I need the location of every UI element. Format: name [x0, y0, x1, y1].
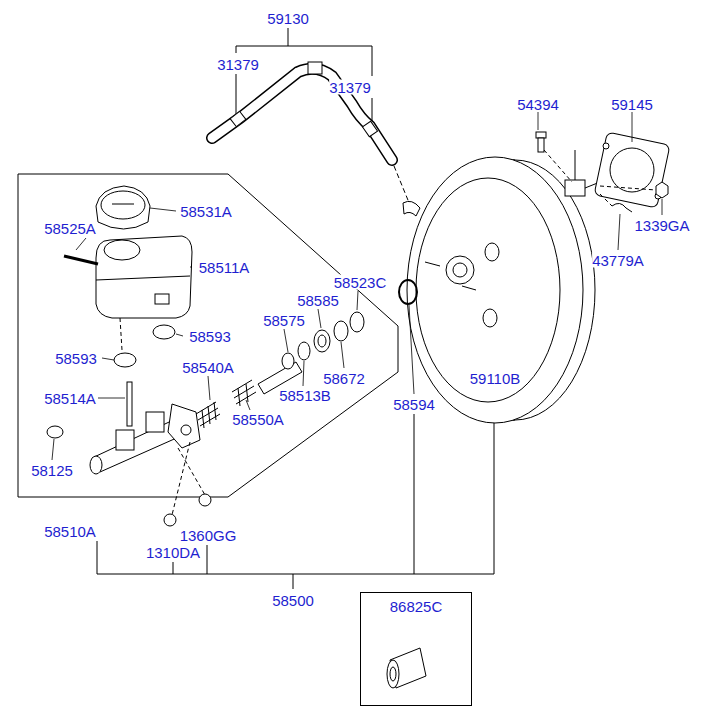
gasket: [594, 132, 670, 208]
vacuum-hose: [212, 62, 410, 205]
callout-number: 54394: [517, 97, 559, 112]
nut: [656, 182, 668, 198]
callout-number: 1310DA: [146, 545, 200, 560]
part-number: 86825C: [361, 593, 471, 615]
pin: [612, 203, 632, 212]
callout-number: 58593: [189, 329, 231, 344]
callout-number: 58500: [272, 593, 314, 608]
callout-number: 58575: [263, 313, 305, 328]
reservoir: [96, 236, 192, 318]
ring: [399, 280, 417, 304]
callout-number: 58672: [323, 371, 365, 386]
callout-number: 58594: [393, 397, 435, 412]
callout-number: 58523C: [334, 275, 387, 290]
part-box: 86825C: [360, 592, 472, 706]
screw: [64, 256, 98, 264]
callout-number: 58525A: [44, 221, 96, 236]
callout-number: 58511A: [199, 260, 250, 275]
callout-number: 1339GA: [634, 218, 689, 233]
master-cylinder: [90, 404, 205, 515]
callout-number: 43779A: [592, 253, 644, 268]
callout-number: 31379: [217, 57, 259, 72]
nut: [164, 514, 176, 526]
reservoir-cap: [96, 186, 150, 229]
callout-number: 58125: [31, 463, 73, 478]
group-outline: [18, 174, 398, 497]
callout-number: 1360GG: [180, 528, 237, 543]
callout-number: 58540A: [182, 360, 234, 375]
brake-booster: [403, 150, 600, 423]
bolt: [536, 132, 572, 182]
callout-number: 58550A: [232, 412, 284, 427]
leader-line: [52, 112, 662, 460]
callout-number: 58514A: [44, 391, 96, 406]
bracket-line: [97, 388, 494, 589]
callout-number: 58513B: [279, 388, 331, 403]
grommet: [114, 353, 136, 367]
callout-number: 58585: [297, 293, 339, 308]
callout-number: 31379: [329, 80, 371, 95]
plug: [47, 426, 63, 438]
callout-number: 59130: [267, 11, 309, 26]
nut: [199, 494, 211, 506]
pin: [127, 382, 132, 426]
grommet: [153, 325, 175, 339]
callout-number: 58531A: [180, 204, 232, 219]
callout-number: 58593: [55, 351, 97, 366]
callout-number: 58510A: [44, 524, 96, 539]
callout-number: 59145: [611, 97, 653, 112]
callout-number: 59110B: [470, 371, 521, 386]
bushing-icon: [387, 648, 426, 688]
